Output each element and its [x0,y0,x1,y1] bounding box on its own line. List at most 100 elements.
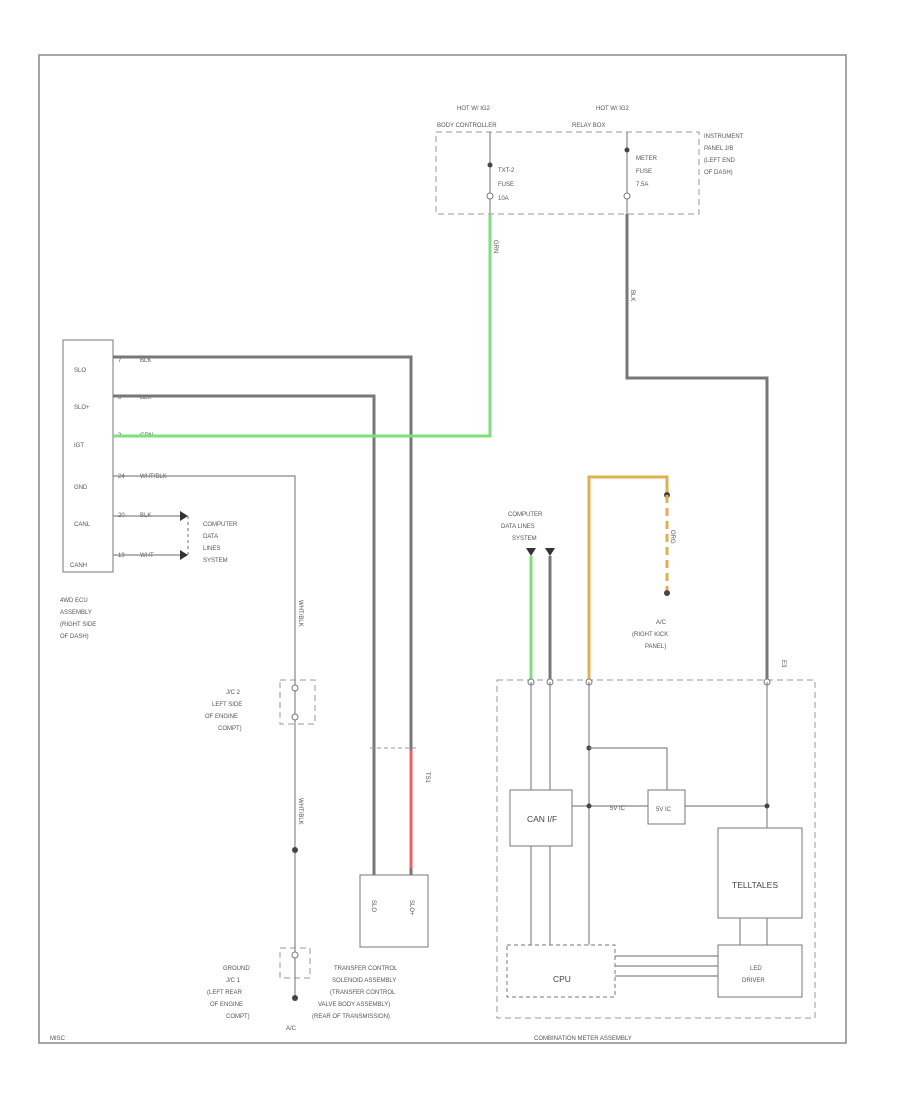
ecu-pin-number: 8 [118,395,122,401]
ground-label: COMPT) [226,1014,250,1020]
ac-panel-label: A/C [656,620,667,626]
ecu-wire-color: WHT/BLK [140,474,167,480]
fuse2-terminal [623,192,631,200]
meter-connector-tag: E3 [780,660,786,668]
ecu-pin-label: CANL [74,522,91,528]
fuse-block: HOT W/ IG2 BODY CONTROLLER HOT W/ IG2 RE… [435,106,744,215]
meter-outline [496,679,816,1019]
wire-slo [113,355,413,875]
solenoid-name: (TRANSFER CONTROL [330,990,396,996]
junction-jc2: J/C 2 LEFT SIDE OF ENGINE COMPT) [205,679,316,732]
can-if-label: CAN I/F [527,814,557,824]
led-driver-label: DRIVER [742,978,765,984]
wire-orange [587,475,669,680]
can-if-block [509,789,573,847]
ecu-name-line: OF DASH) [60,634,89,640]
jc2-label: COMPT) [218,726,242,732]
solenoid-pin: SLO+ [408,900,414,916]
ac-panel-label: PANEL) [645,644,666,650]
ecu-wire-color: WHT [140,553,154,559]
diagram-code: MISC [50,1036,66,1042]
solenoid-name: SOLENOID ASSEMBLY [332,978,396,984]
solenoid-pin: SLO [370,900,376,912]
data-lines-right-label: COMPUTER [508,512,543,518]
fuse-loc-line: (LEFT END [704,158,736,164]
ecu-pin-label: GND [74,485,88,491]
ground-tag: A/C [286,1026,297,1032]
wire-slo-plus [113,394,376,875]
ac-node [664,590,670,596]
cpu-label: CPU [553,974,571,984]
jc2-label: J/C 2 [226,690,241,696]
fuse-sub2-label: RELAY BOX [572,123,605,129]
fuse1-node [487,162,493,168]
ecu-box [62,339,114,573]
fuse-hot2-label: HOT W/ IG2 [596,106,630,112]
ecu-wire-color: BLK [140,395,151,401]
meter-name: COMBINATION METER ASSEMBLY [534,1036,632,1042]
wire-ground [113,475,296,1000]
fuse2-label: 7.5A [636,182,648,188]
data-lines-label: SYSTEM [203,558,228,564]
telltales-block [717,827,803,919]
fuse-loc-line: PANEL J/B [704,146,733,152]
ac-panel-label: (RIGHT KICK [632,632,668,638]
ecu-name-line: ASSEMBLY [60,610,92,616]
data-lines-label: LINES [203,546,220,552]
splice-node [292,847,298,853]
ecu-pin-label: SLO [74,368,86,374]
fuse2-node [624,147,630,153]
telltales-label: TELLTALES [732,880,778,890]
data-lines-right-label: SYSTEM [512,536,537,542]
fuse-loc-line: OF DASH) [704,170,733,176]
fuse-loc-line: INSTRUMENT [704,134,744,140]
ground-label: GROUND [223,966,250,972]
data-lines-right-label: DATA LINES [501,524,535,530]
ecu-pin-label: CANH [70,563,87,569]
solenoid-name: VALVE BODY ASSEMBLY) [318,1002,390,1008]
ecu-assembly: SLO SLO+ IGT GND CANL CANH 7 8 3 24 20 1… [60,339,167,640]
jc2-label: OF ENGINE [205,714,238,720]
fuse2-label: FUSE [636,169,652,175]
green-wire-tag: GRN [492,240,498,253]
fuse2-label: METER [636,156,658,162]
ground-wire-tag: WHT/BLK [297,600,303,627]
solenoid-name: TRANSFER CONTROL [334,966,398,972]
ecu-pin-number: 19 [118,553,125,559]
ecu-pin-number: 7 [118,358,122,364]
meter-feed-tag: BLK [629,290,635,301]
fuse1-label: FUSE [498,182,514,188]
fuse-block-outline [435,131,700,215]
fuse1-terminal [486,192,494,200]
ground-label: OF ENGINE [210,1002,243,1008]
ecu-wire-color: BLK [140,358,151,364]
data-lines-label: COMPUTER [203,522,238,528]
ecu-pin-number: 24 [118,474,125,480]
ecu-name-line: (RIGHT SIDE [60,622,96,628]
meter-data-lines: COMPUTER DATA LINES SYSTEM [501,512,555,680]
wire-meter-feed [625,214,769,680]
ground-label: (LEFT REAR [207,990,243,996]
orange-wire-tag: ORG [669,530,675,544]
fuse-sub1-label: BODY CONTROLLER [437,123,497,129]
regulator-block [647,789,686,825]
fuse-hot1-label: HOT W/ IG2 [457,106,491,112]
arrow-down-icon [526,548,536,556]
fuse1-label: 10A [498,196,509,202]
fuse1-label: TXT-2 [498,168,515,174]
led-driver-block [717,944,803,998]
solenoid-connector-tag: TS1 [424,772,430,784]
jc2-label: LEFT SIDE [212,702,242,708]
cpu-block [506,944,616,998]
solenoid-name: (REAR OF TRANSMISSION) [312,1014,390,1020]
ground-jc1: GROUND J/C 1 (LEFT REAR OF ENGINE COMPT)… [207,947,311,1032]
ground-wire-tag: WHT/BLK [297,798,303,825]
data-lines-label: DATA [203,534,218,540]
solenoid-box [359,874,429,948]
ground-label: J/C 1 [226,978,241,984]
arrow-icon [180,511,188,521]
solenoid-assembly: SLO SLO+ TRANSFER CONTROL SOLENOID ASSEM… [312,874,429,1020]
ecu-pin-label: SLO+ [74,405,90,411]
regulator-label: 5V IC [656,807,672,813]
wire-igt-green [113,214,492,438]
